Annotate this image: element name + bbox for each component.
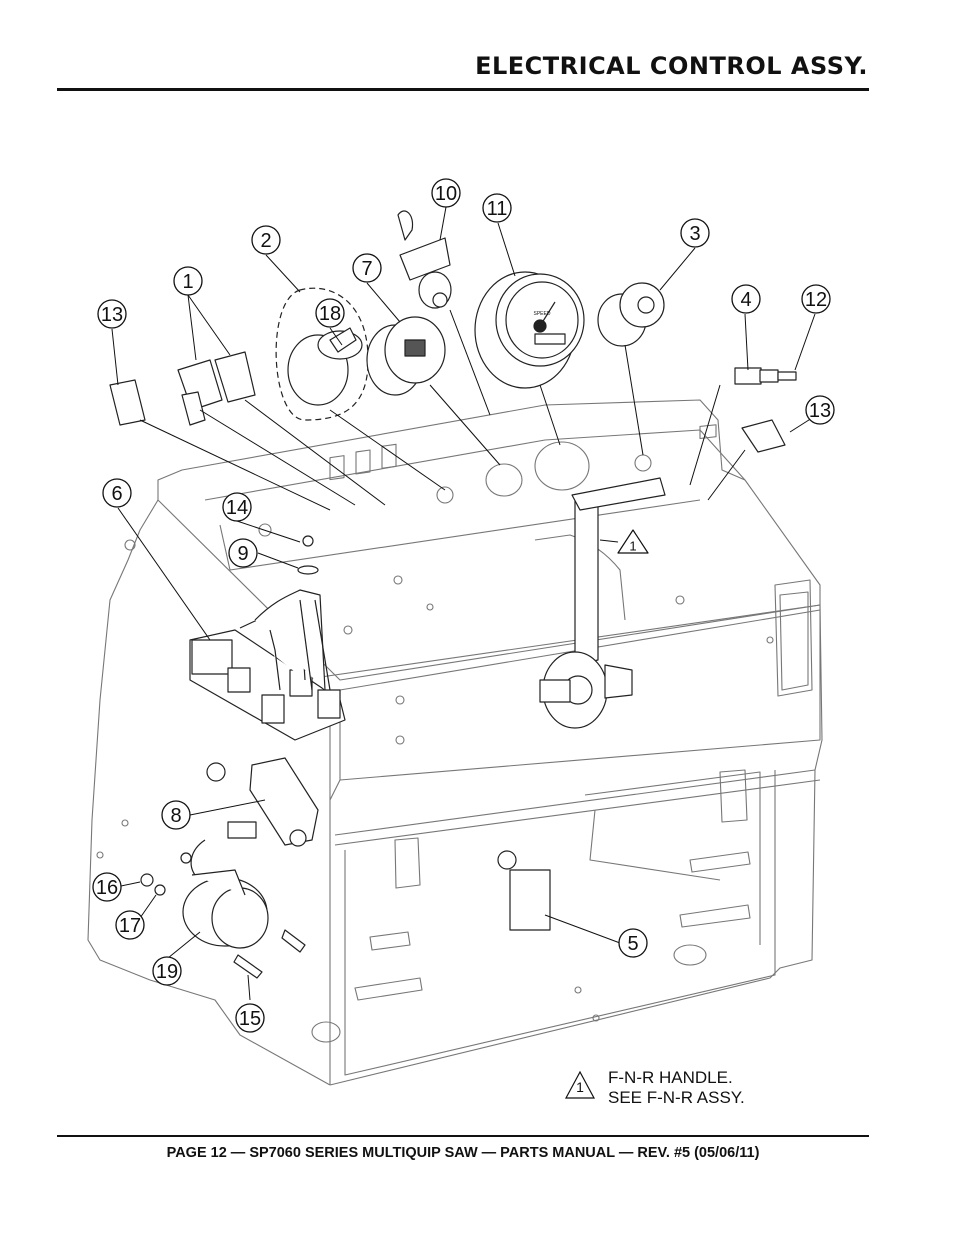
sensors bbox=[140, 535, 551, 979]
handle-note-triangle bbox=[617, 529, 649, 554]
ignition-switch bbox=[275, 287, 369, 421]
callout-4: 4 bbox=[740, 289, 751, 311]
leader-lines bbox=[111, 206, 816, 1001]
hour-meter bbox=[366, 316, 446, 396]
callout-1: 1 bbox=[182, 271, 193, 293]
callout-8: 8 bbox=[170, 805, 181, 827]
page-footer: PAGE 12 — SP7060 SERIES MULTIQUIP SAW — … bbox=[166, 1145, 760, 1161]
callout-19: 19 bbox=[156, 961, 178, 983]
note-triangle-number: 1 bbox=[576, 1079, 584, 1095]
callout-2: 2 bbox=[260, 230, 271, 252]
callout-10: 10 bbox=[435, 183, 457, 205]
callout-14: 14 bbox=[226, 497, 248, 519]
rocker-switches bbox=[109, 351, 786, 453]
relay-bracket-assy bbox=[189, 589, 346, 741]
fnr-handle bbox=[539, 477, 666, 729]
callout-circles bbox=[92, 178, 835, 1033]
circuit-breaker bbox=[597, 282, 665, 347]
callout-16: 16 bbox=[96, 877, 118, 899]
callout-13-left: 13 bbox=[101, 304, 123, 326]
callout-3: 3 bbox=[689, 223, 700, 245]
callout-7: 7 bbox=[361, 258, 372, 280]
callout-18: 18 bbox=[319, 303, 341, 325]
note-line-2: SEE F-N-R ASSY. bbox=[608, 1088, 745, 1107]
callout-15: 15 bbox=[239, 1008, 261, 1030]
callout-9: 9 bbox=[237, 543, 248, 565]
console-body bbox=[87, 399, 823, 1086]
gauge-dial-label: SPEED bbox=[534, 311, 551, 317]
callout-13-right: 13 bbox=[809, 400, 831, 422]
note-triangle bbox=[564, 1070, 596, 1099]
callout-6: 6 bbox=[111, 483, 122, 505]
speed-gauge bbox=[474, 271, 585, 389]
callout-11: 11 bbox=[487, 198, 508, 220]
header-rule bbox=[57, 88, 869, 91]
footer-rule bbox=[57, 1135, 869, 1137]
callout-17: 17 bbox=[119, 915, 141, 937]
page-title: ELECTRICAL CONTROL ASSY. bbox=[475, 52, 868, 80]
handle-callout-number: 1 bbox=[629, 539, 636, 554]
note-line-1: F-N-R HANDLE. bbox=[608, 1068, 733, 1087]
push-switch bbox=[734, 367, 797, 385]
key-switch bbox=[397, 210, 452, 309]
callout-12: 12 bbox=[805, 289, 827, 311]
callout-5: 5 bbox=[627, 933, 638, 955]
